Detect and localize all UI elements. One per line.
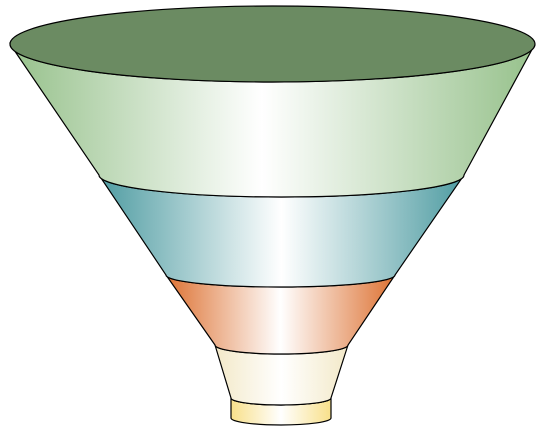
funnel-top-opening [10, 6, 535, 82]
funnel-stage-1 [10, 6, 535, 197]
